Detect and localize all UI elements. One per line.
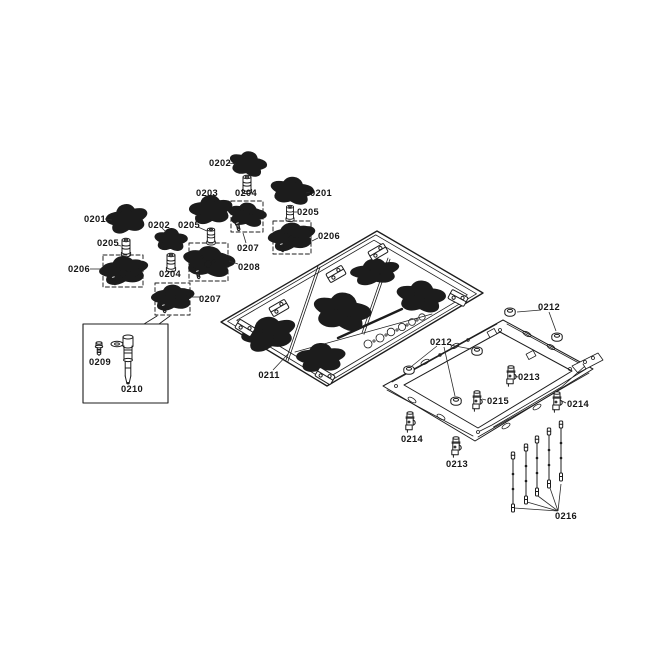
burner-bodies xyxy=(103,201,311,316)
part-label-0213-upper: 0213 xyxy=(518,372,540,382)
detail-box-connector-lines xyxy=(143,315,171,325)
part-label-0214-right: 0214 xyxy=(567,399,589,409)
grommet-0212 xyxy=(471,346,483,356)
part-label-0205-left: 0205 xyxy=(97,238,119,248)
jet-0205-left xyxy=(120,237,132,258)
part-label-0214-left: 0214 xyxy=(401,434,423,444)
burner-cutout-back xyxy=(358,261,392,282)
jet-0205-mid xyxy=(206,227,216,246)
part-label-0201-left: 0201 xyxy=(84,214,106,224)
burner-cap-0202-mid xyxy=(160,231,183,247)
frame-tab xyxy=(486,328,498,338)
burner-cap-0203 xyxy=(196,199,226,220)
part-label-0210: 0210 xyxy=(121,384,143,394)
burner-cap-0202-top xyxy=(234,153,261,173)
burner-cap-0201-left xyxy=(112,207,142,230)
clip-0214 xyxy=(552,391,563,413)
igniter-detail-box xyxy=(82,315,171,404)
surface-ridge-left xyxy=(285,265,321,362)
part-label-0207-mid: 0207 xyxy=(199,294,221,304)
group-box-0207-mid xyxy=(154,282,191,316)
part-label-0202-top: 0202 xyxy=(209,158,231,168)
part-label-0206-right: 0206 xyxy=(318,231,340,241)
grommet-0212 xyxy=(450,396,462,406)
burner-cap-0201-right xyxy=(277,180,308,201)
part-label-0207-top: 0207 xyxy=(237,243,259,253)
front-ridge-shadow xyxy=(336,307,404,340)
control-knob-holes xyxy=(363,313,426,349)
burner-cutout-left xyxy=(249,318,289,347)
cooktop-panel-0211 xyxy=(220,230,484,387)
part-label-0203: 0203 xyxy=(196,188,218,198)
screw-0209 xyxy=(94,341,104,356)
burner-cutout-right xyxy=(404,284,438,307)
igniter-plug-0210 xyxy=(110,334,134,385)
part-label-0204-top: 0204 xyxy=(235,188,257,198)
grommet-0212 xyxy=(551,332,563,342)
part-label-0205-right: 0205 xyxy=(297,207,319,217)
burner-body-0206-left xyxy=(107,258,142,285)
leader-lines xyxy=(90,162,567,512)
frame-tab xyxy=(525,350,537,360)
clip-0214 xyxy=(405,411,416,433)
part-label-0212-left: 0212 xyxy=(430,337,452,347)
clip-0213 xyxy=(451,436,462,458)
part-label-0208: 0208 xyxy=(238,262,260,272)
part-label-0202-mid: 0202 xyxy=(148,220,170,230)
gas-pipe xyxy=(479,363,587,432)
burner-cutout-front xyxy=(304,347,338,367)
part-label-0206-left: 0206 xyxy=(68,264,90,274)
burner-body-0207-mid xyxy=(158,287,188,313)
part-label-0205-mid: 0205 xyxy=(178,220,200,230)
jet-0205-right xyxy=(285,204,295,223)
support-frame xyxy=(382,319,604,442)
burner-body-0206-right xyxy=(275,225,309,253)
part-label-0213-lower: 0213 xyxy=(446,459,468,469)
part-label-0201-right: 0201 xyxy=(310,188,332,198)
part-label-0215: 0215 xyxy=(487,396,509,406)
part-label-0209: 0209 xyxy=(89,357,111,367)
burner-cutout-center xyxy=(321,296,363,326)
part-label-0216: 0216 xyxy=(555,511,577,521)
grommet-0212 xyxy=(403,365,415,375)
part-label-0211: 0211 xyxy=(258,370,279,380)
burner-body-0208 xyxy=(191,249,227,279)
ignition-cables-0216 xyxy=(510,420,564,513)
burner-body-0207-top xyxy=(233,205,261,232)
part-label-0204-mid: 0204 xyxy=(159,269,181,279)
part-label-0212-right: 0212 xyxy=(538,302,560,312)
frame-slots xyxy=(394,328,572,434)
grommet-0212 xyxy=(504,307,516,317)
part-labels: 0202 0203 0204 0201 0205 0201 0202 0205 … xyxy=(68,158,589,521)
frame-corner-bracket xyxy=(571,352,604,374)
